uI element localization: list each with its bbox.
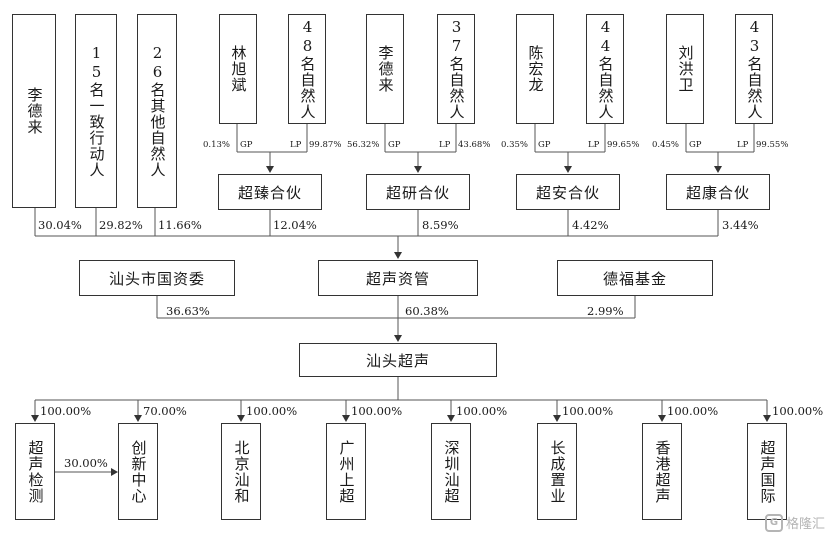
pct-zichan: 60.38% — [405, 304, 449, 318]
partner-43-persons-label: 43名自然人 — [745, 18, 764, 120]
partner-liu-hongwei-label: 刘洪卫 — [676, 45, 695, 93]
partner-li-delai: 李德来 — [366, 14, 404, 124]
pct-other-persons: 11.66% — [158, 218, 202, 232]
shareholder-other-persons-label: 26名其他自然人 — [148, 44, 167, 178]
pct-chaokang: 3.44% — [722, 218, 759, 232]
node-defu-fund-label: 德福基金 — [602, 269, 667, 288]
partnership-chaozhen: 超臻合伙 — [218, 174, 322, 210]
gp-label-1: GP — [240, 140, 253, 150]
shareholder-acting-persons-label: 15名一致行动人 — [87, 44, 106, 178]
pct-chaoan: 4.42% — [572, 218, 609, 232]
shareholder-li-delai: 李德来 — [12, 14, 56, 208]
partner-44-persons-label: 44名自然人 — [596, 18, 615, 120]
sub-pct-7: 100.00% — [667, 404, 719, 418]
lp-pct-4: 99.55% — [756, 140, 789, 150]
lp-label-1: LP — [290, 140, 302, 150]
sub-pct-6: 100.00% — [562, 404, 614, 418]
sub-chuangxin-zhongxin-label: 创新中心 — [129, 439, 148, 504]
shareholder-acting-persons: 15名一致行动人 — [75, 14, 117, 208]
gp-pct-1: 0.13% — [203, 140, 231, 150]
partner-lin-xubin: 林旭斌 — [219, 14, 257, 124]
partnership-chaoyan-label: 超研合伙 — [385, 183, 450, 202]
sub-guangzhou-shangchao: 广州上超 — [326, 423, 366, 520]
sub-beijing-shanhe-label: 北京汕和 — [232, 439, 251, 504]
watermark-text: 格隆汇 — [785, 517, 825, 532]
node-shantou-chaosheng: 汕头超声 — [299, 343, 497, 377]
sub-pct-4: 100.00% — [351, 404, 403, 418]
pct-chaoyan: 8.59% — [422, 218, 459, 232]
node-zichan: 超声资管 — [318, 260, 478, 296]
node-guoziwei-label: 汕头市国资委 — [108, 269, 205, 288]
lp-label-2: LP — [439, 140, 451, 150]
partner-37-persons-label: 37名自然人 — [447, 18, 466, 120]
partner-43-persons: 43名自然人 — [735, 14, 773, 124]
sub-pct-5: 100.00% — [456, 404, 508, 418]
pct-li-delai: 30.04% — [38, 218, 82, 232]
partner-37-persons: 37名自然人 — [437, 14, 475, 124]
sub-pct-8: 100.00% — [772, 404, 824, 418]
cross-pct: 30.00% — [64, 456, 108, 470]
watermark: G 格隆汇 — [764, 513, 825, 532]
partner-44-persons: 44名自然人 — [586, 14, 624, 124]
partner-liu-hongwei: 刘洪卫 — [666, 14, 704, 124]
gp-label-2: GP — [388, 140, 401, 150]
sub-chuangxin-zhongxin: 创新中心 — [118, 423, 158, 520]
sub-shenzhen-shanchao: 深圳汕超 — [431, 423, 471, 520]
pct-defu-fund: 2.99% — [587, 304, 624, 318]
pct-guoziwei: 36.63% — [166, 304, 210, 318]
node-zichan-label: 超声资管 — [365, 269, 430, 288]
sub-beijing-shanhe: 北京汕和 — [221, 423, 261, 520]
sub-chaosheng-jiance: 超声检测 — [15, 423, 55, 520]
partner-chen-honglong: 陈宏龙 — [516, 14, 554, 124]
gelonghui-logo-icon: G — [764, 513, 783, 532]
lp-label-3: LP — [588, 140, 600, 150]
partnership-chaoan: 超安合伙 — [516, 174, 620, 210]
sub-chaosheng-jiance-label: 超声检测 — [26, 439, 45, 504]
node-defu-fund: 德福基金 — [557, 260, 713, 296]
sub-hongkong-chaosheng: 香港超声 — [642, 423, 682, 520]
pct-acting-persons: 29.82% — [99, 218, 143, 232]
node-guoziwei: 汕头市国资委 — [79, 260, 235, 296]
shareholder-other-persons: 26名其他自然人 — [137, 14, 177, 208]
sub-changcheng-zhiye: 长成置业 — [537, 423, 577, 520]
sub-pct-1: 100.00% — [40, 404, 92, 418]
partnership-chaoyan: 超研合伙 — [366, 174, 470, 210]
partnership-chaozhen-label: 超臻合伙 — [237, 183, 302, 202]
pct-chaozhen: 12.04% — [273, 218, 317, 232]
sub-pct-3: 100.00% — [246, 404, 298, 418]
shareholder-li-delai-label: 李德来 — [25, 87, 44, 135]
lp-label-4: LP — [737, 140, 749, 150]
partner-48-persons-label: 48名自然人 — [298, 18, 317, 120]
sub-changcheng-zhiye-label: 长成置业 — [548, 439, 567, 504]
sub-pct-2: 70.00% — [143, 404, 187, 418]
gp-pct-3: 0.35% — [501, 140, 529, 150]
sub-shenzhen-shanchao-label: 深圳汕超 — [442, 439, 461, 504]
sub-chaosheng-guoji: 超声国际 — [747, 423, 787, 520]
gp-pct-4: 0.45% — [652, 140, 680, 150]
partnership-chaokang-label: 超康合伙 — [685, 183, 750, 202]
partnership-chaoan-label: 超安合伙 — [535, 183, 600, 202]
gp-label-4: GP — [689, 140, 702, 150]
partnership-chaokang: 超康合伙 — [666, 174, 770, 210]
partner-lin-xubin-label: 林旭斌 — [229, 45, 248, 93]
partner-li-delai-label: 李德来 — [376, 45, 395, 93]
lp-pct-2: 43.68% — [458, 140, 491, 150]
partner-48-persons: 48名自然人 — [288, 14, 326, 124]
gp-pct-2: 56.32% — [347, 140, 380, 150]
lp-pct-1: 99.87% — [309, 140, 342, 150]
sub-guangzhou-shangchao-label: 广州上超 — [337, 439, 356, 504]
sub-chaosheng-guoji-label: 超声国际 — [758, 439, 777, 504]
gp-label-3: GP — [538, 140, 551, 150]
sub-hongkong-chaosheng-label: 香港超声 — [653, 439, 672, 504]
node-shantou-chaosheng-label: 汕头超声 — [365, 351, 430, 370]
lp-pct-3: 99.65% — [607, 140, 640, 150]
partner-chen-honglong-label: 陈宏龙 — [526, 45, 545, 93]
